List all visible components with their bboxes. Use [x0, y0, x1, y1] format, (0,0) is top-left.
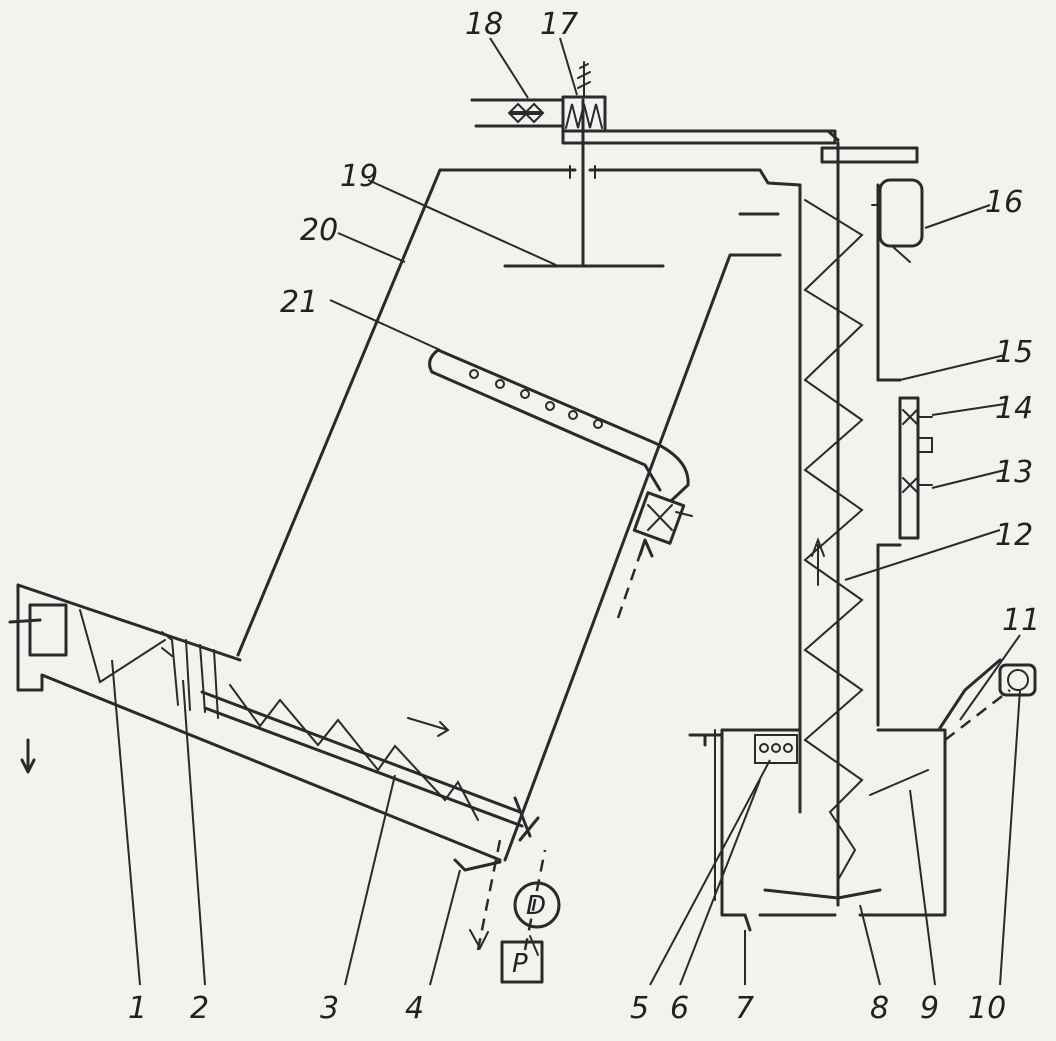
discharge-conveyor — [8, 583, 547, 956]
label-9: 9 — [920, 991, 939, 1026]
motor-d: D — [513, 881, 561, 929]
inclined-vessel — [236, 168, 802, 862]
agitator-shaft — [503, 98, 665, 268]
elevator-motor — [871, 178, 924, 263]
label-20: 20 — [300, 213, 338, 248]
label-14: 14 — [995, 391, 1033, 426]
label-8: 8 — [870, 991, 889, 1026]
pump-p: P — [500, 940, 544, 984]
side-valves — [898, 396, 933, 540]
inlet-hopper — [938, 658, 1037, 741]
label-21: 21 — [280, 285, 318, 320]
bottom-housing — [688, 728, 947, 932]
label-18: 18 — [465, 7, 503, 42]
label-13: 13 — [995, 455, 1033, 490]
label-6: 6 — [670, 991, 689, 1026]
label-12: 12 — [995, 518, 1033, 553]
perforated-pipe — [428, 348, 693, 619]
label-2: 2 — [190, 991, 209, 1026]
label-4: 4 — [405, 991, 424, 1026]
number-labels: 1 2 3 4 5 6 7 8 9 10 11 12 13 14 15 16 1… — [128, 7, 1040, 1026]
motor-d-label: D — [526, 891, 546, 921]
label-16: 16 — [985, 185, 1023, 220]
top-drive — [470, 61, 840, 145]
label-1: 1 — [128, 991, 147, 1026]
vertical-screw — [798, 141, 919, 907]
pump-p-label: P — [512, 949, 528, 979]
label-7: 7 — [735, 991, 754, 1026]
label-17: 17 — [540, 7, 578, 42]
label-10: 10 — [968, 991, 1006, 1026]
label-19: 19 — [340, 159, 378, 194]
label-5: 5 — [630, 991, 649, 1026]
label-11: 11 — [1002, 603, 1040, 638]
label-15: 15 — [995, 335, 1033, 370]
leader-lines — [111, 37, 1021, 986]
label-3: 3 — [320, 991, 339, 1026]
